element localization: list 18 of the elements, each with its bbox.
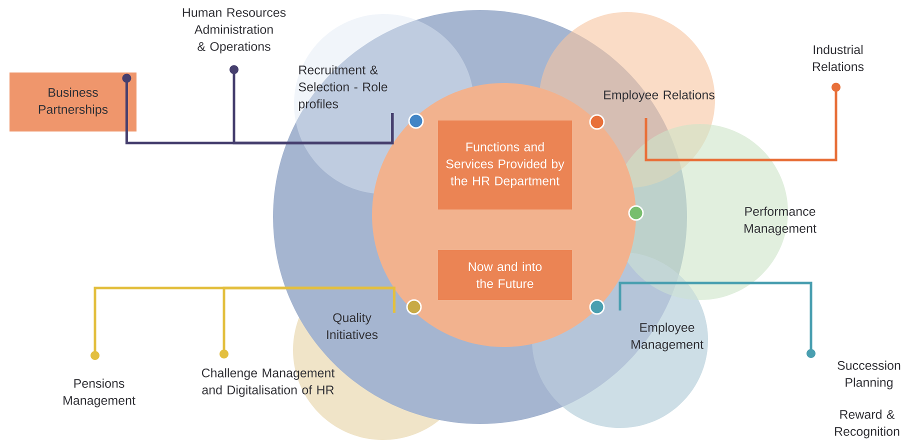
category-label: Reward & Recognition: [835, 410, 900, 438]
category-label: Human Resources Administration & Operations: [182, 8, 286, 54]
category-label: Industrial Relations: [812, 44, 864, 72]
category-label: Performance Management: [744, 206, 816, 236]
connector-line: [618, 282, 816, 358]
category-label: Pensions Management: [64, 378, 136, 408]
category-label: Recruitment & Selection - Role profiles: [298, 65, 388, 111]
connector-line: [230, 65, 394, 144]
category-label: Challenge Management and Digitalisation of HR: [202, 368, 335, 397]
title-box: Now and into the Future: [438, 250, 572, 300]
connector-line: [644, 82, 840, 162]
category-label: Quality Initiatives: [327, 312, 378, 340]
connector-line: [220, 286, 396, 358]
title-box: Functions and Services Provided by the HR Department: [438, 120, 572, 210]
category-label: Employee Relations: [604, 90, 714, 102]
category-label: Employee Management: [632, 322, 704, 352]
category-box: Business Partnerships: [10, 72, 136, 132]
category-label: Succession Planning: [838, 360, 900, 390]
